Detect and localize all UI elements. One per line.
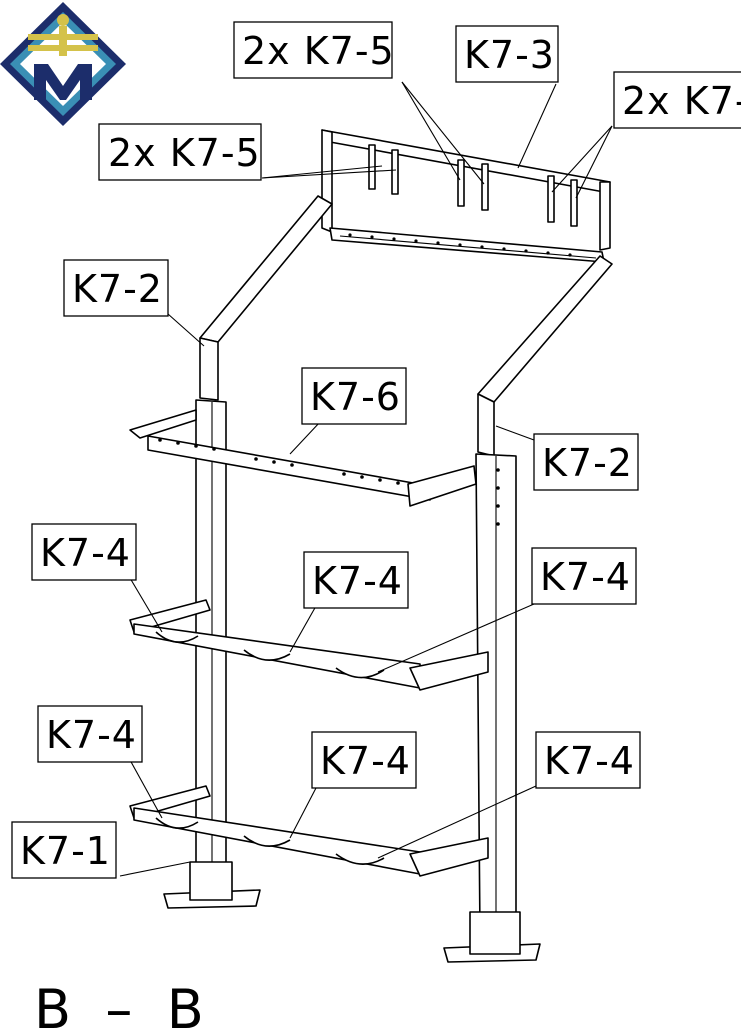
callout-top-k75: 2x K7-5 [233,21,395,79]
callout-right-k74-upper: K7-4 [531,547,637,605]
callout-text: 2x K7- [622,79,741,123]
callout-left-k74-lower: K7-4 [37,705,143,763]
callout-text: 2x K7-5 [242,29,395,73]
callout-top-right-k7: 2x K7- [613,71,741,129]
callout-text: K7-2 [72,267,163,311]
callout-top-k73: K7-3 [455,25,559,83]
callout-top-left-k75: 2x K7-5 [98,123,262,181]
callout-text: K7-2 [542,441,633,485]
callout-text: K7-1 [20,829,111,873]
cross-bar-holes [158,438,400,485]
company-logo [0,2,126,126]
callout-text: K7-4 [320,739,411,783]
callout-right-k74-lower: K7-4 [535,731,641,789]
callout-text: K7-4 [540,555,631,599]
callout-mid-k74-lower: K7-4 [311,731,417,789]
right-post-holes [496,468,500,526]
callout-mid-k74-upper: K7-4 [303,551,409,609]
callout-mid-k76: K7-6 [301,367,407,425]
callout-left-k72: K7-2 [63,259,169,317]
callout-left-k74-upper: K7-4 [31,523,137,581]
callout-text: K7-4 [312,559,403,603]
frame-structure [129,129,613,963]
callout-labels: 2x K7-5 2x K7-5 K7-3 2x K7- K7-2 K7-6 K7… [11,21,741,879]
callout-text: 2x K7-5 [108,131,261,175]
leader-lines [119,81,613,877]
section-label: B – B [34,978,204,1031]
callout-text: K7-3 [464,33,555,77]
callout-text: K7-4 [46,713,137,757]
callout-text: K7-4 [544,739,635,783]
callout-text: K7-6 [310,375,401,419]
callout-right-k72: K7-2 [533,433,639,491]
callout-text: K7-4 [40,531,131,575]
callout-left-k71: K7-1 [11,821,117,879]
top-panel-holes [348,233,572,257]
